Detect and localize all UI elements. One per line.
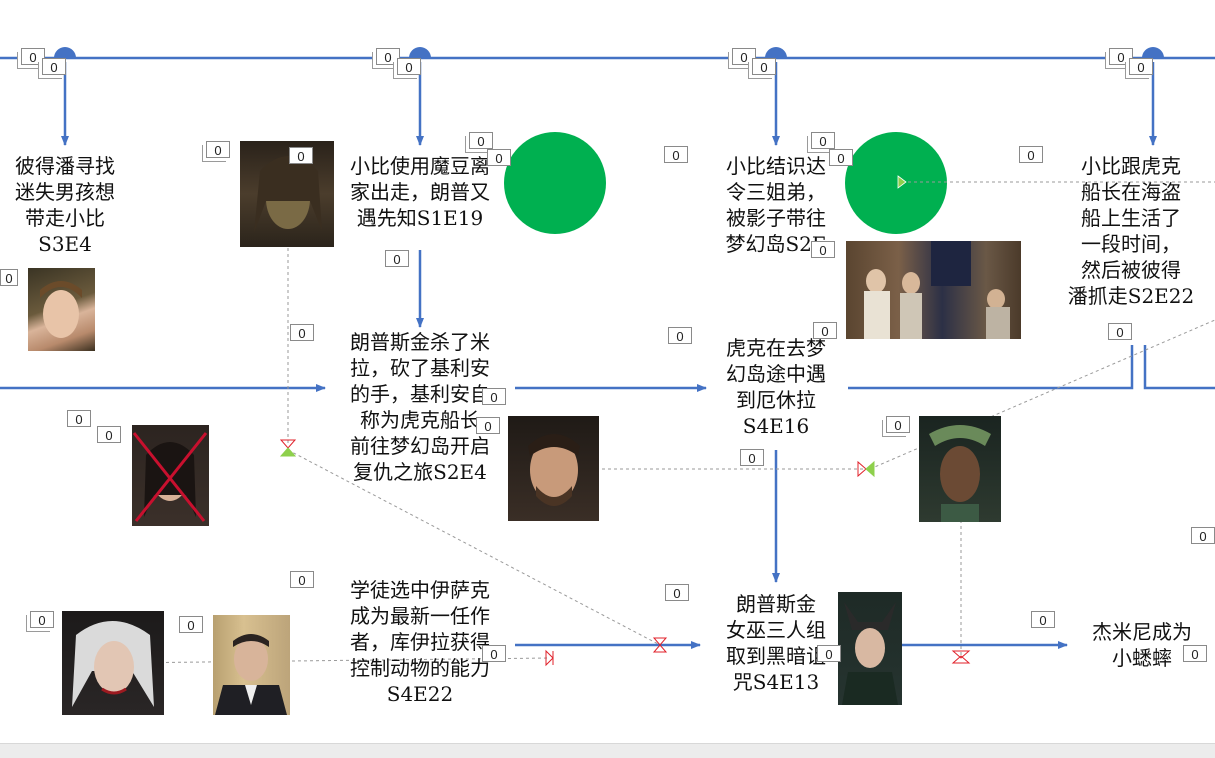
node-magic-beans-text: 小比使用魔豆离 家出走，朗普又 遇先知S1E19 bbox=[350, 154, 490, 230]
portrait-cruella bbox=[62, 611, 164, 715]
count-badge[interactable]: 0 bbox=[732, 48, 756, 65]
count-badge[interactable]: 0 bbox=[813, 322, 837, 339]
bowtie-marker bbox=[951, 650, 971, 664]
node-queens-of-darkness-text: 朗普斯金 女巫三人组 取到黑暗诅 咒S4E13 bbox=[726, 592, 826, 694]
count-badge[interactable]: 0 bbox=[487, 149, 511, 166]
count-badge[interactable]: 0 bbox=[886, 416, 910, 433]
count-badge[interactable]: 0 bbox=[290, 324, 314, 341]
green-circle-1 bbox=[504, 132, 606, 234]
count-badge[interactable]: 0 bbox=[289, 147, 313, 164]
node-jiminy-text: 杰米尼成为 小蟋蟀 bbox=[1092, 620, 1192, 670]
timeline-dot bbox=[765, 47, 787, 58]
count-badge[interactable]: 0 bbox=[30, 611, 54, 628]
count-badge[interactable]: 0 bbox=[740, 449, 764, 466]
count-badge[interactable]: 0 bbox=[1031, 611, 1055, 628]
portrait-darling-children bbox=[846, 241, 1021, 339]
count-badge[interactable]: 0 bbox=[668, 327, 692, 344]
count-badge[interactable]: 0 bbox=[817, 645, 841, 662]
count-badge[interactable]: 0 bbox=[482, 388, 506, 405]
count-badge[interactable]: 0 bbox=[1129, 58, 1153, 75]
count-badge[interactable]: 0 bbox=[42, 58, 66, 75]
timeline-dot bbox=[409, 47, 431, 58]
portrait-milah-crossed bbox=[132, 425, 209, 526]
count-badge[interactable]: 0 bbox=[179, 616, 203, 633]
count-badge[interactable]: 0 bbox=[21, 48, 45, 65]
portrait-rumplestiltskin bbox=[240, 141, 334, 247]
count-badge[interactable]: 0 bbox=[664, 146, 688, 163]
flow-arrows bbox=[0, 250, 1215, 649]
status-bar bbox=[0, 743, 1215, 758]
timeline-dot bbox=[1142, 47, 1164, 58]
count-badge[interactable]: 0 bbox=[290, 571, 314, 588]
count-badge[interactable]: 0 bbox=[752, 58, 776, 75]
timeline-connectors bbox=[61, 62, 1157, 146]
play-marker bbox=[897, 175, 907, 189]
node-isaac-author-text: 学徒选中伊萨克 成为最新一任作 者，库伊拉获得 控制动物的能力 S4E22 bbox=[350, 578, 490, 706]
count-badge[interactable]: 0 bbox=[376, 48, 400, 65]
count-badge[interactable]: 0 bbox=[1191, 527, 1215, 544]
count-badge[interactable]: 0 bbox=[97, 426, 121, 443]
count-badge[interactable]: 0 bbox=[469, 132, 493, 149]
count-badge[interactable]: 0 bbox=[1109, 48, 1133, 65]
green-circle-2 bbox=[845, 132, 947, 234]
bowtie-marker bbox=[545, 649, 554, 667]
count-badge[interactable]: 0 bbox=[665, 584, 689, 601]
bowtie-marker bbox=[652, 637, 668, 653]
count-badge[interactable]: 0 bbox=[811, 241, 835, 258]
timeline-dots bbox=[54, 47, 1164, 58]
count-badge[interactable]: 0 bbox=[1183, 645, 1207, 662]
portrait-peter-pan bbox=[28, 268, 95, 351]
node-darling-siblings-text: 小比结识达 令三姐弟， 被影子带往 梦幻岛S2E bbox=[725, 154, 827, 256]
count-badge[interactable]: 0 bbox=[1019, 146, 1043, 163]
portrait-captain-hook bbox=[508, 416, 599, 521]
count-badge[interactable]: 0 bbox=[1108, 323, 1132, 340]
node-hook-ursula-text: 虎克在去梦 幻岛途中遇 到厄休拉 S4E16 bbox=[726, 336, 826, 438]
node-rumple-kills-milah-text: 朗普斯金杀了米 拉，砍了基利安 的手，基利安自 称为虎克船长 前往梦幻岛开启 复… bbox=[350, 330, 490, 484]
count-badge[interactable]: 0 bbox=[0, 269, 18, 286]
count-badge[interactable]: 0 bbox=[829, 149, 853, 166]
count-badge[interactable]: 0 bbox=[476, 417, 500, 434]
count-badge[interactable]: 0 bbox=[482, 645, 506, 662]
node-peter-pan-text: 彼得潘寻找 迷失男孩想 带走小比 S3E4 bbox=[15, 154, 115, 256]
node-hook-ship-text: 小比跟虎克 船长在海盗 船上生活了 一段时间， 然后被彼得 潘抓走S2E22 bbox=[1067, 154, 1195, 308]
portrait-ursula bbox=[919, 416, 1001, 522]
timeline-dot bbox=[54, 47, 76, 58]
count-badge[interactable]: 0 bbox=[206, 141, 230, 158]
bowtie-marker bbox=[857, 460, 875, 478]
arrow-hookship-right bbox=[1143, 345, 1215, 390]
arrow-hookship-in bbox=[848, 345, 1134, 390]
portrait-isaac bbox=[213, 615, 290, 715]
count-badge[interactable]: 0 bbox=[67, 410, 91, 427]
count-badge[interactable]: 0 bbox=[811, 132, 835, 149]
portrait-maleficent bbox=[838, 592, 902, 705]
bowtie-markers bbox=[279, 439, 971, 667]
bowtie-marker bbox=[279, 439, 297, 457]
count-badge[interactable]: 0 bbox=[385, 250, 409, 267]
count-badge[interactable]: 0 bbox=[397, 58, 421, 75]
